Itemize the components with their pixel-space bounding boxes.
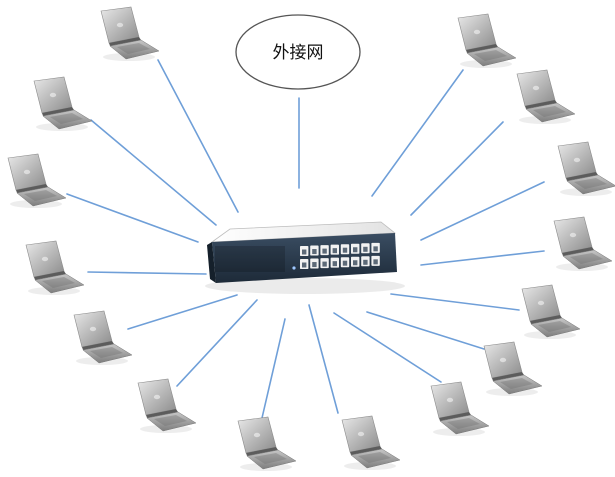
link-line — [420, 181, 545, 241]
link-line — [410, 121, 504, 216]
laptop-icon — [137, 378, 197, 433]
link-line — [157, 59, 239, 213]
external-network-ellipse — [235, 14, 361, 90]
link-line — [87, 271, 207, 275]
link-line — [366, 311, 485, 350]
laptop-icon — [237, 416, 297, 471]
laptop-icon — [457, 13, 517, 68]
laptop-icon — [341, 415, 401, 470]
laptop-icon — [100, 6, 160, 61]
switch-port — [371, 242, 380, 253]
link-line — [420, 250, 545, 266]
switch-front-face — [212, 233, 397, 283]
switch-port — [340, 257, 350, 268]
laptop-group — [7, 6, 615, 471]
laptop-icon — [516, 69, 576, 124]
switch-port — [330, 257, 339, 268]
laptop-icon — [483, 341, 543, 396]
switch-port — [310, 245, 319, 256]
laptop-icon — [33, 76, 93, 131]
link-line — [371, 69, 464, 197]
link-line — [90, 119, 217, 226]
switch-port — [361, 243, 370, 254]
link-line — [390, 293, 520, 311]
external-network-cloud: 外接网 — [235, 14, 361, 90]
network-switch — [205, 221, 405, 294]
switch-led — [292, 266, 296, 270]
switch-port — [351, 256, 360, 267]
laptop-icon — [7, 153, 67, 208]
switch-port — [330, 244, 339, 255]
link-line — [127, 294, 238, 330]
external-network-label: 外接网 — [273, 43, 324, 63]
switch-port — [320, 245, 329, 256]
link-line — [333, 312, 442, 383]
laptop-icon — [73, 310, 133, 365]
switch-port-panel — [300, 242, 380, 269]
switch-port — [361, 256, 370, 267]
switch-port — [300, 259, 309, 269]
switch-port — [320, 258, 329, 269]
switch-port — [340, 244, 350, 255]
link-lines — [66, 59, 545, 419]
laptop-icon — [553, 216, 613, 271]
switch-port — [371, 255, 380, 266]
link-line — [261, 318, 286, 419]
link-line — [66, 193, 199, 243]
laptop-icon — [25, 240, 85, 295]
laptop-icon — [430, 381, 490, 436]
switch-port — [351, 243, 360, 254]
laptop-icon — [521, 284, 581, 339]
link-line — [308, 304, 339, 414]
switch-port — [300, 246, 309, 256]
laptop-icon — [557, 141, 615, 196]
switch-port — [310, 258, 319, 269]
link-line — [176, 299, 258, 387]
